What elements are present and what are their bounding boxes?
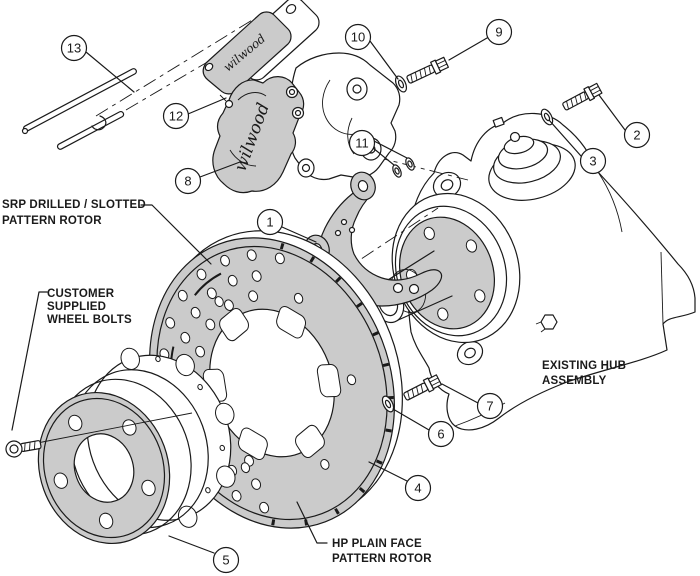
callout-7: 7: [476, 392, 504, 420]
text-labels: SRP DRILLED / SLOTTED PATTERN ROTOR CUST…: [2, 199, 626, 565]
washers-11: [392, 157, 415, 178]
callout-4-number: 4: [414, 481, 421, 496]
brake-pad-pair: wilwood: [202, 0, 320, 95]
callout-9: 9: [485, 18, 513, 46]
ball-joint: [488, 116, 576, 201]
washer-6: [381, 395, 395, 413]
arm-hex-stud: [535, 314, 558, 333]
callout-10-number: 10: [351, 30, 365, 45]
callout-10: 10: [344, 23, 372, 51]
callout-3-number: 3: [589, 154, 596, 169]
hub-flange: [371, 192, 521, 344]
pad-retainer-pin: [21, 68, 137, 150]
leader-lines: [11, 37, 626, 554]
callout-12-number: 12: [169, 109, 183, 124]
bolt-2: [562, 82, 603, 111]
label-hub-line2: ASSEMBLY: [542, 375, 607, 387]
pad-pins: [285, 85, 305, 120]
callout-8: 8: [174, 167, 202, 195]
wheel-bolt: [5, 412, 193, 458]
callout-9-number: 9: [495, 25, 502, 40]
callout-4: 4: [404, 474, 432, 502]
callout-11-number: 11: [355, 136, 369, 151]
callout-2-number: 2: [633, 128, 640, 143]
bolt-9: [406, 56, 449, 84]
callout-8-number: 8: [184, 174, 191, 189]
pin-axis-centerline: [95, 13, 263, 117]
label-customer-line3: WHEEL BOLTS: [47, 314, 132, 326]
existing-hub-assembly: [371, 112, 696, 431]
callout-6: 6: [427, 420, 455, 448]
callout-5-number: 5: [222, 553, 229, 568]
label-hub-line1: EXISTING HUB: [542, 360, 626, 372]
hat-lug-holes: [35, 397, 165, 541]
callout-7-number: 7: [486, 399, 493, 414]
callout-13: 13: [60, 34, 88, 62]
pin-axis-centerline-2: [125, 43, 239, 111]
rotor-slot: [191, 274, 225, 296]
label-customer-line2: SUPPLIED: [47, 301, 106, 313]
rotor-mount-tabs: [158, 256, 387, 509]
rotor-hat: [8, 322, 265, 570]
callout-5: 5: [212, 546, 240, 574]
callout-3: 3: [579, 147, 607, 175]
knuckle-lower-ear: [456, 340, 484, 366]
callout-12: 12: [162, 102, 190, 130]
callout-6-number: 6: [437, 427, 444, 442]
washer-10: [394, 75, 408, 93]
callout-2: 2: [623, 121, 651, 149]
callout-13-number: 13: [67, 41, 81, 56]
label-srp-rotor-line2: PATTERN ROTOR: [2, 215, 102, 227]
bolt-7: [403, 374, 442, 401]
callout-11: 11: [348, 129, 376, 157]
callout-1: 1: [256, 208, 284, 236]
label-customer-line1: CUSTOMER: [47, 288, 115, 300]
knuckle-upper-ear: [432, 171, 462, 199]
bleed-screw: [219, 94, 234, 109]
callout-balloons: 1 2 3 4 5 6 7 8: [60, 18, 651, 574]
label-hp-rotor-line1: HP PLAIN FACE: [332, 538, 422, 550]
callout-1-number: 1: [266, 215, 273, 230]
label-srp-rotor-line1: SRP DRILLED / SLOTTED: [2, 199, 146, 211]
label-hp-rotor-line2: PATTERN ROTOR: [332, 553, 432, 565]
